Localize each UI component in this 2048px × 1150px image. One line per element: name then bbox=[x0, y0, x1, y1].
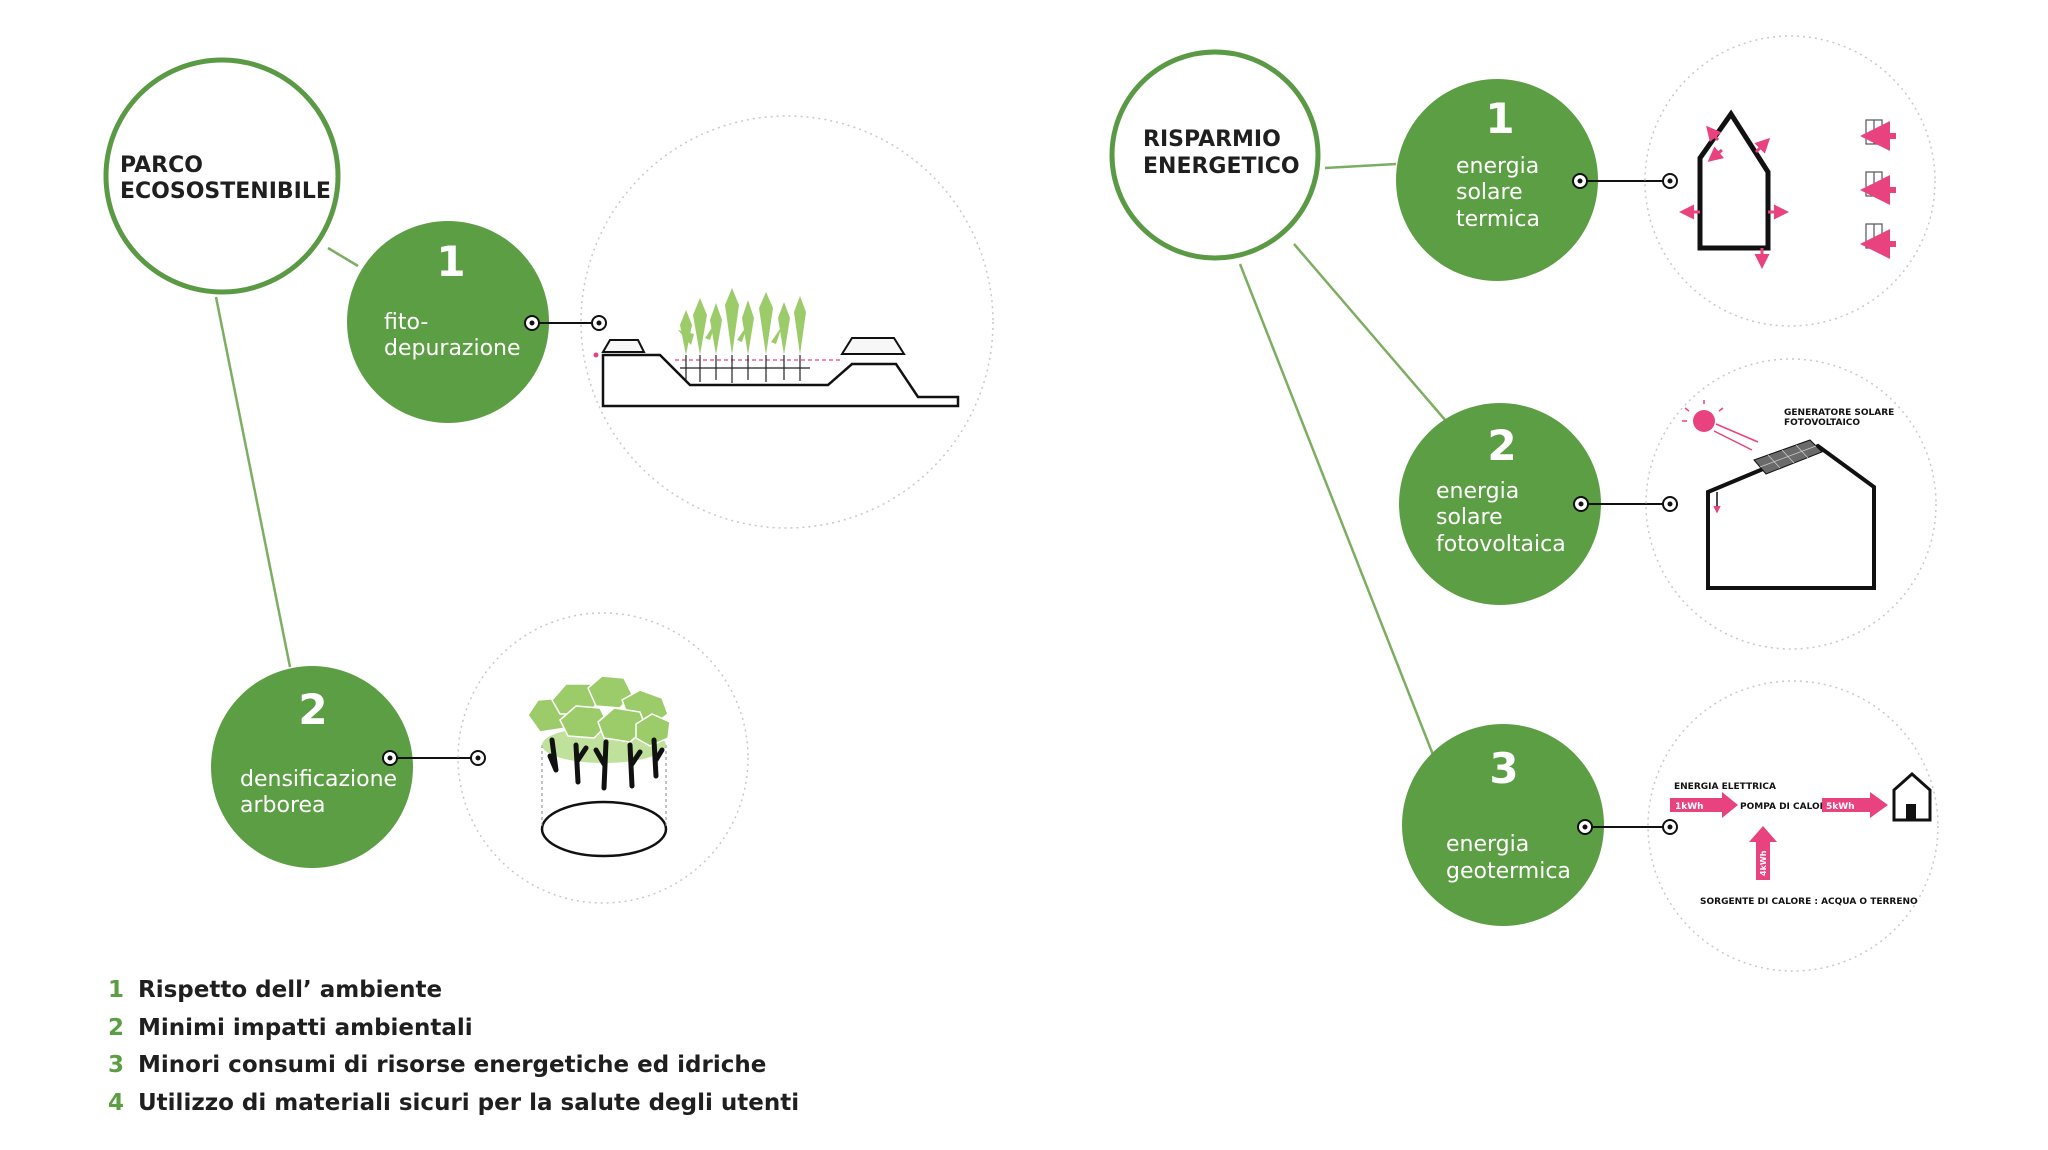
risparmio-title-line2: ENERGETICO bbox=[1143, 154, 1300, 179]
connector-lines-left bbox=[214, 246, 359, 668]
energia-geotermica-node: 3 energia geotermica bbox=[1402, 724, 1604, 926]
item-label-line1: energia bbox=[1456, 154, 1539, 179]
kwh-source-label: 4kWh bbox=[1759, 850, 1768, 876]
parco-title-line1: PARCO bbox=[120, 153, 203, 178]
legend-number: 3 bbox=[108, 1052, 125, 1078]
house-solar-panel-illustration: GENERATORE SOLARE FOTOVOLTAICO bbox=[1645, 358, 1937, 650]
item-label-line1: densificazione bbox=[240, 767, 397, 792]
phytodepuration-section-illustration bbox=[580, 115, 994, 529]
item-number: 3 bbox=[1489, 744, 1518, 793]
legend-item: 1 Rispetto dell’ ambiente bbox=[108, 972, 799, 1010]
densificazione-arborea-node: 2 densificazione arborea bbox=[211, 666, 413, 868]
risparmio-energetico-node: RISPARMIO ENERGETICO bbox=[1109, 49, 1321, 261]
item-label-line1: energia bbox=[1446, 832, 1529, 857]
item-label-line1: energia bbox=[1436, 479, 1519, 504]
fito-depurazione-node: 1 fito- depurazione bbox=[347, 221, 549, 423]
pompa-di-calore-label: POMPA DI CALORE bbox=[1740, 802, 1833, 812]
item-label-line1: fito- bbox=[384, 310, 428, 335]
legend-item: 4 Utilizzo di materiali sicuri per la sal… bbox=[108, 1085, 799, 1123]
sorgente-label: SORGENTE DI CALORE : ACQUA O TERRENO bbox=[1700, 897, 1918, 907]
legend-text: Minori consumi di risorse energetiche ed… bbox=[138, 1052, 767, 1078]
item-label-line2: solare bbox=[1436, 505, 1503, 530]
energia-elettrica-label: ENERGIA ELETTRICA bbox=[1674, 782, 1776, 792]
energia-solare-fotovoltaica-node: 2 energia solare fotovoltaica bbox=[1399, 403, 1601, 605]
legend-item: 3 Minori consumi di risorse energetiche e… bbox=[108, 1047, 799, 1085]
legend-number: 1 bbox=[108, 977, 125, 1003]
legend-text: Minimi impatti ambientali bbox=[138, 1014, 473, 1041]
item-label-line2: solare bbox=[1456, 180, 1523, 205]
connector-lines-right bbox=[1238, 162, 1453, 771]
pv-label-line2: FOTOVOLTAICO bbox=[1784, 418, 1860, 428]
item-label-line2: depurazione bbox=[384, 336, 521, 361]
legend-item: 2 Minimi impatti ambientali bbox=[108, 1010, 799, 1048]
item-number: 2 bbox=[298, 685, 327, 734]
kwh-in-label: 1kWh bbox=[1675, 802, 1704, 812]
parco-title-line2: ECOSOSTENIBILE bbox=[120, 179, 331, 204]
item-number: 1 bbox=[436, 237, 465, 286]
item-number: 1 bbox=[1485, 94, 1514, 143]
legend-number: 4 bbox=[108, 1089, 125, 1116]
tree-cluster-illustration bbox=[457, 612, 749, 904]
legend-number: 2 bbox=[108, 1014, 125, 1041]
item-number: 2 bbox=[1487, 421, 1516, 470]
sun-icon bbox=[1693, 410, 1715, 432]
item-label-line3: fotovoltaica bbox=[1436, 532, 1566, 557]
legend-text: Utilizzo di materiali sicuri per la salu… bbox=[138, 1089, 800, 1116]
kwh-out-label: 5kWh bbox=[1826, 802, 1855, 812]
legend: 1 Rispetto dell’ ambiente 2 Minimi impatti… bbox=[108, 972, 799, 1122]
risparmio-title-line1: RISPARMIO bbox=[1143, 127, 1281, 152]
house-thermal-arrows-illustration bbox=[1644, 35, 1936, 327]
pv-label-line1: GENERATORE SOLARE bbox=[1784, 408, 1894, 418]
heat-pump-flow-illustration: ENERGIA ELETTRICA 1kWh POMPA DI CALORE 5… bbox=[1647, 680, 1939, 972]
item-label-line3: termica bbox=[1456, 207, 1540, 232]
energia-solare-termica-node: 1 energia solare termica bbox=[1396, 79, 1598, 281]
parco-ecosostenibile-node: PARCO ECOSOSTENIBILE bbox=[103, 57, 341, 295]
legend-text: Rispetto dell’ ambiente bbox=[138, 977, 443, 1003]
item-label-line2: geotermica bbox=[1446, 859, 1571, 884]
item-label-line2: arborea bbox=[240, 793, 326, 818]
